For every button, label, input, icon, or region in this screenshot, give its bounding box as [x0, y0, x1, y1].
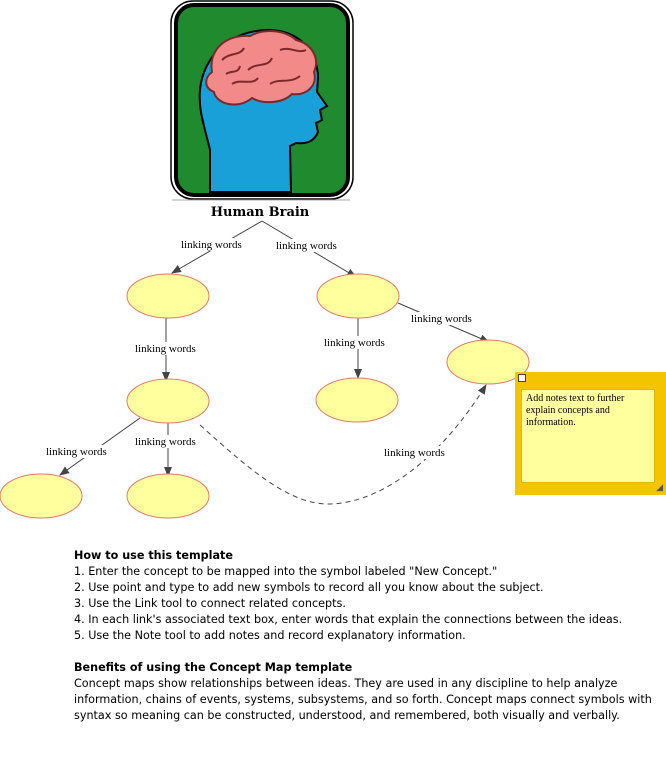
link-label[interactable]: linking words	[135, 343, 196, 355]
benefits-heading: Benefits of using the Concept Map templa…	[74, 661, 353, 674]
concept-node[interactable]	[0, 473, 83, 519]
instructions-panel: How to use this template 1. Enter the co…	[74, 548, 659, 724]
link-label[interactable]: linking words	[135, 436, 196, 448]
note-text[interactable]: Add notes text to further explain concep…	[526, 393, 625, 428]
link-dashed-curve[interactable]	[199, 384, 487, 505]
human-brain-clipart[interactable]	[170, 0, 354, 200]
concept-node[interactable]	[126, 378, 210, 424]
concept-node[interactable]	[126, 273, 210, 319]
links	[59, 220, 490, 505]
note-box[interactable]: Add notes text to further explain concep…	[515, 372, 666, 495]
how-to-step: 3. Use the Link tool to connect related …	[74, 597, 346, 610]
note-collapse-icon[interactable]	[518, 374, 526, 382]
link-label[interactable]: linking words	[324, 337, 385, 349]
resize-grip-icon[interactable]: ◢	[656, 483, 663, 493]
benefits-text: Concept maps show relationships between …	[74, 677, 652, 722]
how-to-step: 5. Use the Note tool to add notes and re…	[74, 629, 466, 642]
how-to-step: 4. In each link's associated text box, e…	[74, 613, 623, 626]
concept-map-canvas: Human Brain linking words linking words …	[0, 0, 530, 519]
map-title[interactable]: Human Brain	[211, 205, 310, 220]
link-labels: linking words linking words linking word…	[44, 238, 477, 459]
note-content-area[interactable]: Add notes text to further explain concep…	[521, 389, 655, 483]
link-label[interactable]: linking words	[181, 239, 242, 251]
concept-node[interactable]	[315, 377, 399, 423]
how-to-step: 1. Enter the concept to be mapped into t…	[74, 565, 498, 578]
link-label[interactable]: linking words	[384, 447, 445, 459]
concept-nodes	[0, 273, 530, 519]
concept-node[interactable]	[126, 473, 210, 519]
how-to-heading: How to use this template	[74, 549, 233, 562]
brain-shape	[205, 30, 317, 106]
link-label[interactable]: linking words	[276, 240, 337, 252]
concept-node[interactable]	[446, 339, 530, 385]
concept-node[interactable]	[316, 273, 400, 319]
link-label[interactable]: linking words	[46, 446, 107, 458]
how-to-step: 2. Use point and type to add new symbols…	[74, 581, 544, 594]
link-label[interactable]: linking words	[411, 313, 472, 325]
